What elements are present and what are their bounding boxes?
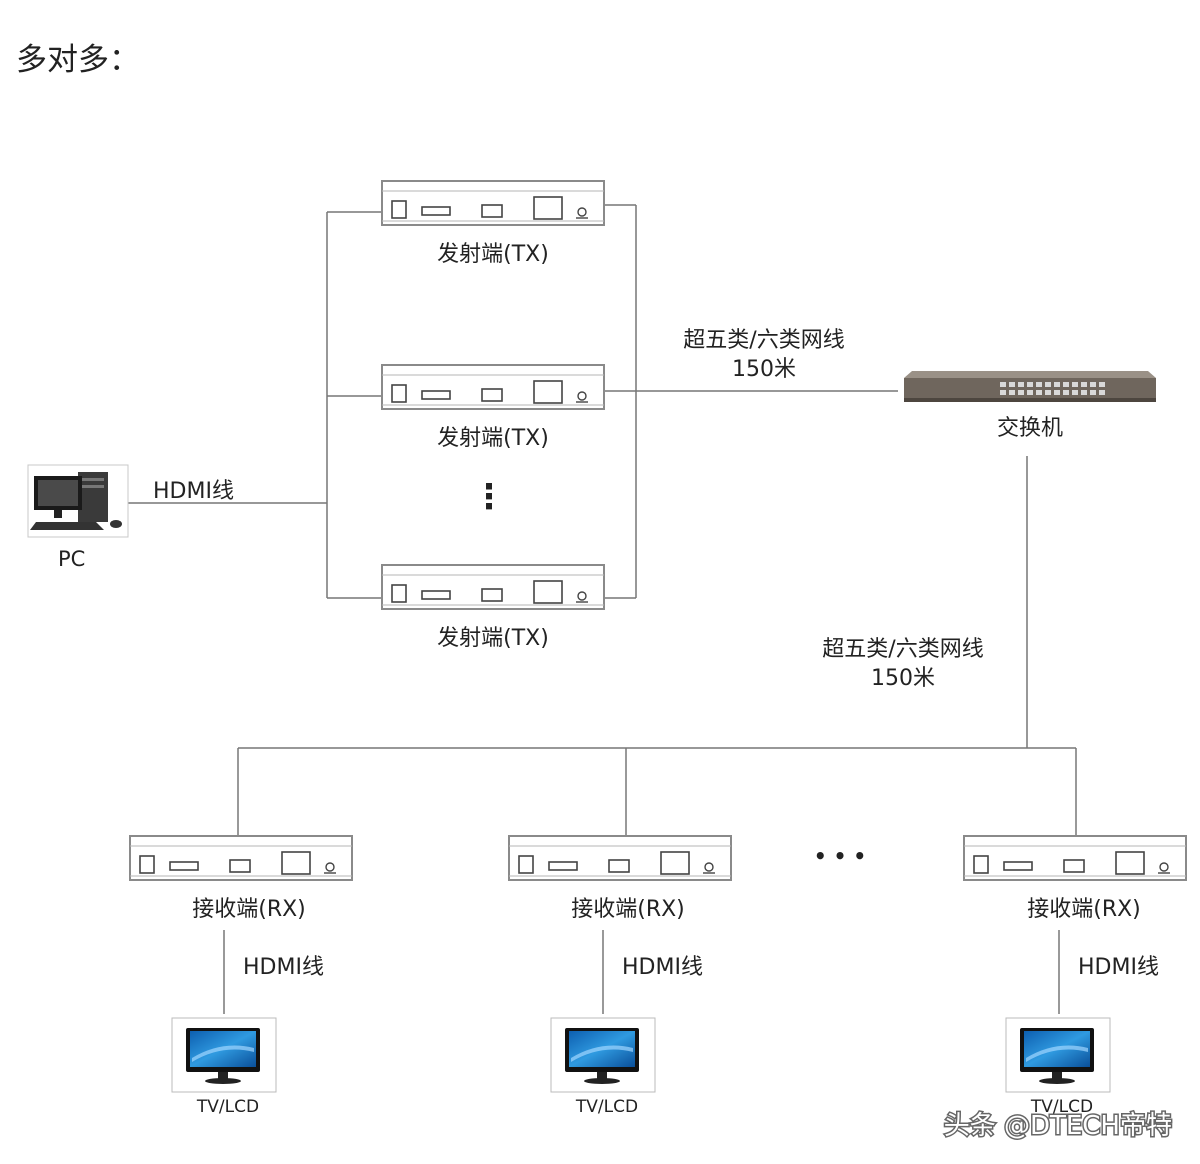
tv-2-label: TV/LCD [575,1097,638,1117]
receiver-1: 接收端(RX) HDMI线 TV/LCD [129,835,353,1117]
receiver-1-device-icon [129,835,353,881]
watermark: 头条 @DTECH帝特 [944,1111,1172,1141]
transmitter-1-label: 发射端(TX) [437,242,549,267]
network-cable-label-line2: 150米 [732,357,796,382]
transmitter-1: 发射端(TX) [381,180,605,267]
receiver-1-cable-label: HDMI线 [243,955,324,980]
pc-computer-icon [27,464,129,538]
transmitter-2-device-icon [381,364,605,410]
receiver-2-label: 接收端(RX) [571,897,685,922]
receiver-2-cable-label: HDMI线 [622,955,703,980]
receiver-3-device-icon [963,835,1187,881]
switch-label: 交换机 [997,416,1063,441]
transmitter-3-device-icon [381,564,605,610]
tv-3-label: TV/LCD [1030,1097,1093,1117]
tv-1-label: TV/LCD [196,1097,259,1117]
diagram-heading: 多对多： [16,42,140,78]
receiver-3-cable-label: HDMI线 [1078,955,1159,980]
receiver-1-label: 接收端(RX) [192,897,306,922]
receiver-3-label: 接收端(RX) [1027,897,1141,922]
network-cable-2-label-line2: 150米 [871,666,935,691]
connection-lines [128,204,1077,1014]
transmitter-2-label: 发射端(TX) [437,426,549,451]
transmitter-3-label: 发射端(TX) [437,626,549,651]
transmitter-3: 发射端(TX) [381,564,605,651]
receiver-ellipsis: • • • [814,844,866,868]
receiver-2-device-icon [508,835,732,881]
transmitter-1-device-icon [381,180,605,226]
pc-hdmi-cable-label: HDMI线 [153,479,234,504]
pc-label: PC [58,547,85,571]
network-cable-label-line1: 超五类/六类网线 [683,328,844,353]
transmitter-ellipsis: ⋮ [472,477,506,517]
receiver-2: 接收端(RX) HDMI线 TV/LCD [508,835,732,1117]
receiver-3: 接收端(RX) HDMI线 TV/LCD [963,835,1187,1117]
transmitter-2: 发射端(TX) [381,364,605,451]
tv-3-monitor-icon [1005,1017,1111,1093]
tv-2-monitor-icon [550,1017,656,1093]
network-cable-2-label-line1: 超五类/六类网线 [822,637,983,662]
tv-1-monitor-icon [171,1017,277,1093]
network-switch-icon [904,371,1156,402]
